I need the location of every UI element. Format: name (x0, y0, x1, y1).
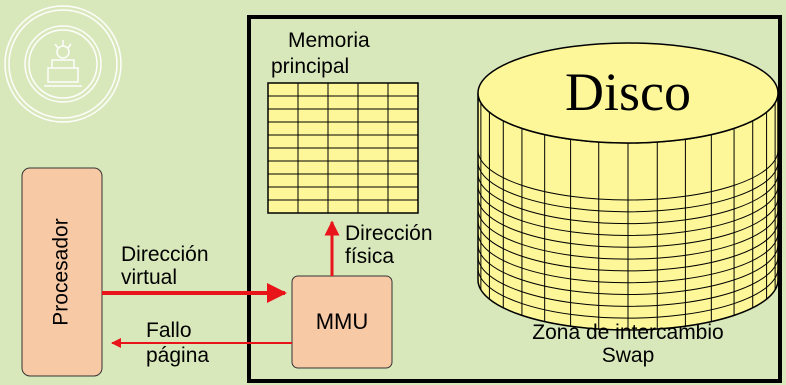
processor-label: Procesador (50, 218, 74, 326)
memory-label-line2: principal (271, 55, 350, 78)
physical-address-label-line1: Dirección (345, 222, 433, 245)
mmu-label: MMU (315, 309, 369, 334)
page-fault-label-line1: Fallo (146, 319, 192, 342)
processor-box (21, 167, 103, 377)
disk-cylinder (477, 42, 779, 331)
mmu-box (291, 275, 393, 369)
physical-address-label-line2: física (345, 245, 395, 268)
mmu-label-wrap: MMU (292, 311, 392, 333)
university-seal-icon (4, 5, 122, 123)
memory-label-line1: Memoria (288, 29, 370, 52)
disk-title: Disco (565, 62, 691, 122)
virtual-address-label-line1: Dirección (121, 243, 209, 266)
disk-caption-line2: Swap (601, 344, 655, 367)
memory-grid (267, 82, 419, 214)
page-fault-label-line2: página (146, 344, 210, 367)
processor-label-wrap: Procesador (22, 168, 102, 376)
virtual-address-label-line2: virtual (121, 266, 178, 289)
disk-caption-line1: Zona de intercambio (532, 321, 724, 344)
